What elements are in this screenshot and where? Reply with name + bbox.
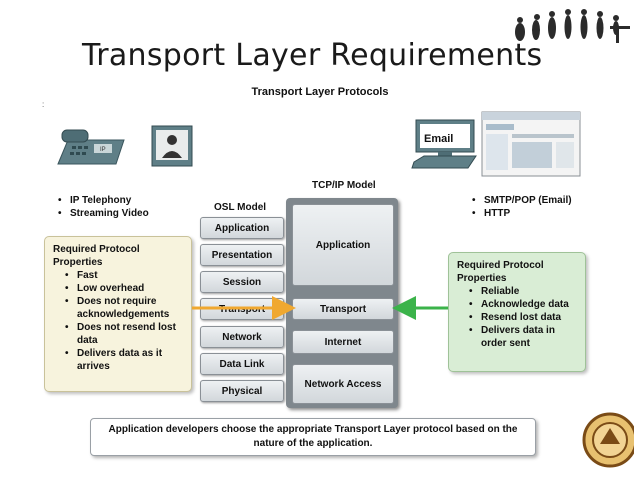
osi-layer-presentation: Presentation (200, 244, 284, 266)
tcpip-layer-internet: Internet (292, 330, 394, 354)
list-item: Resend lost data (467, 311, 577, 324)
left-app-list: IP Telephony Streaming Video (56, 194, 149, 220)
osi-model-label: OSL Model (214, 202, 267, 213)
list-item: Reliable (467, 285, 577, 298)
tcpip-layer-network-access: Network Access (292, 364, 394, 404)
list-item: Delivers data as it arrives (63, 347, 183, 373)
osi-layer-network: Network (200, 326, 284, 348)
right-requirements-box: Required Protocol Properties Reliable Ac… (448, 252, 586, 372)
requirements-title: Required Protocol Properties (53, 244, 140, 268)
osi-layer-application: Application (200, 217, 284, 239)
left-requirements-box: Required Protocol Properties Fast Low ov… (44, 236, 192, 392)
osi-layer-data-link: Data Link (200, 353, 284, 375)
list-item: Acknowledge data (467, 298, 577, 311)
list-item: Fast (63, 269, 183, 282)
evolution-logo-icon (515, 9, 630, 43)
osi-layer-session: Session (200, 271, 284, 293)
list-item: SMTP/POP (Email) (470, 194, 572, 207)
tcpip-layer-application: Application (292, 204, 394, 286)
email-computer-icon (411, 119, 477, 169)
video-monitor-icon (151, 125, 193, 167)
osi-layer-physical: Physical (200, 380, 284, 402)
web-browser-icon (481, 111, 581, 177)
seal-icon (582, 412, 634, 468)
slide-bullet-mark: : (42, 100, 45, 109)
list-item: Does not require acknowledgements (63, 295, 183, 321)
svg-text:IP: IP (100, 147, 106, 153)
list-item: Streaming Video (56, 207, 149, 220)
slide-title: Transport Layer Requirements (82, 38, 543, 73)
list-item: HTTP (470, 207, 572, 220)
list-item: Low overhead (63, 282, 183, 295)
list-item: IP Telephony (56, 194, 149, 207)
list-item: Delivers data in order sent (467, 324, 577, 350)
diagram-heading: Transport Layer Protocols (251, 86, 389, 98)
email-label: Email (424, 133, 454, 145)
right-app-list: SMTP/POP (Email) HTTP (470, 194, 572, 220)
ip-phone-icon: IP (57, 129, 125, 165)
requirements-title: Required Protocol Properties (457, 260, 544, 284)
footer-note: Application developers choose the approp… (90, 418, 536, 456)
tcpip-model-label: TCP/IP Model (312, 180, 376, 191)
list-item: Does not resend lost data (63, 321, 183, 347)
